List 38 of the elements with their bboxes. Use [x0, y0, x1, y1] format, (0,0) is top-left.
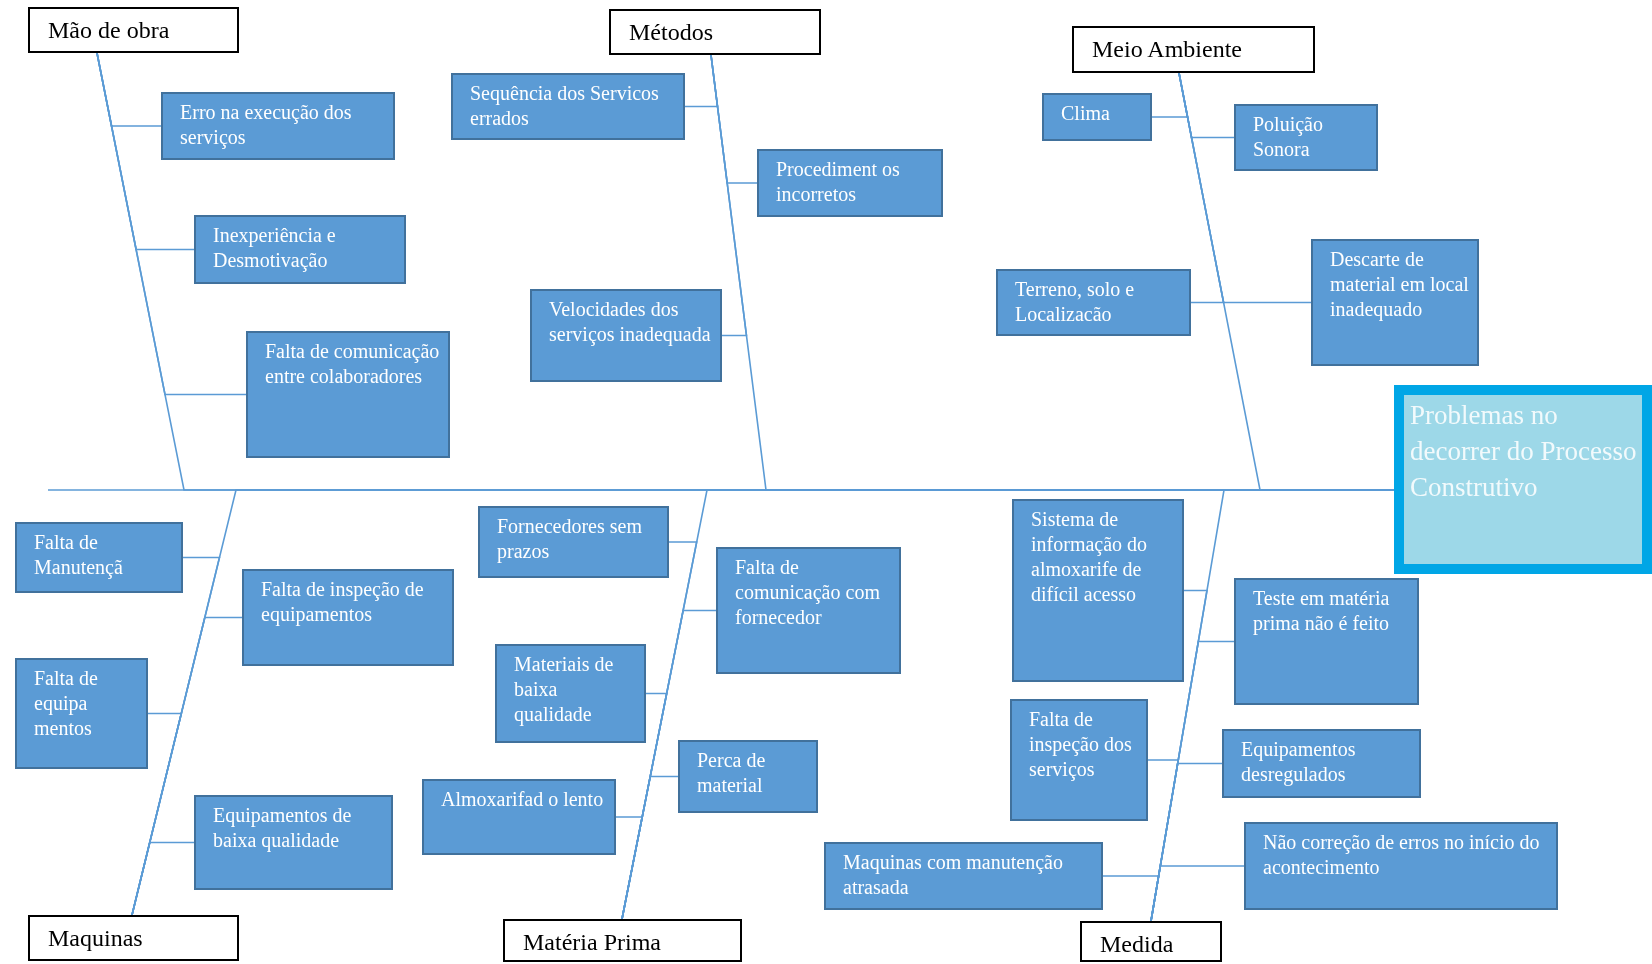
cause-box: Falta de inspeção de equipamentos	[242, 569, 454, 666]
bone-line	[621, 775, 679, 920]
cause-box: Fornecedores sem prazos	[478, 506, 669, 578]
cause-box: Terreno, solo e Localizacão	[996, 269, 1191, 336]
category-box: Meio Ambiente	[1072, 26, 1315, 73]
cause-box: Não correção de erros no início do acontecimento	[1244, 822, 1558, 910]
cause-box: Perca de material	[678, 740, 818, 813]
cause-box: Falta de equipa mentos	[15, 658, 148, 769]
category-box: Maquinas	[28, 915, 239, 961]
cause-box: Maquinas com manutenção atrasada	[824, 842, 1103, 910]
cause-box: Falta de Manutençã	[15, 522, 183, 593]
cause-box: Velocidades dos serviços inadequada	[530, 289, 722, 382]
cause-box: Almoxarifad o lento	[422, 779, 616, 855]
bone-line	[1178, 72, 1312, 304]
bone-line	[1150, 865, 1245, 922]
category-box: Medida	[1080, 921, 1222, 962]
cause-box: Falta de comunicação entre colaboradores	[246, 331, 450, 458]
cause-box: Sequência dos Servicos errados	[451, 73, 685, 140]
bone-line	[96, 52, 247, 396]
cause-box: Poluição Sonora	[1234, 104, 1378, 171]
cause-box: Equipamentos desregulados	[1222, 729, 1421, 798]
effect-box: Problemas no decorrer do Processo Construtivo	[1394, 385, 1652, 574]
cause-box: Materiais de baixa qualidade	[495, 644, 646, 743]
bone-line	[131, 841, 195, 916]
cause-box: Erro na execução dos serviços	[161, 92, 395, 160]
category-box: Métodos	[609, 9, 821, 55]
cause-box: Equipamentos de baixa qualidade	[194, 795, 393, 890]
cause-box: Clima	[1042, 93, 1152, 141]
cause-box: Sistema de informação do almoxarife de difícil acesso	[1012, 499, 1184, 682]
cause-box: Teste em matéria prima não é feito	[1234, 578, 1419, 705]
cause-box: Inexperiência e Desmotivação	[194, 215, 406, 284]
category-box: Mão de obra	[28, 7, 239, 53]
cause-box: Procediment os incorretos	[757, 149, 943, 217]
cause-box: Falta de comunicação com fornecedor	[716, 547, 901, 674]
cause-box: Descarte de material em local inadequado	[1311, 239, 1479, 366]
cause-box: Falta de inspeção dos serviços	[1010, 699, 1148, 821]
bone-line	[710, 54, 748, 337]
category-box: Matéria Prima	[503, 919, 742, 962]
